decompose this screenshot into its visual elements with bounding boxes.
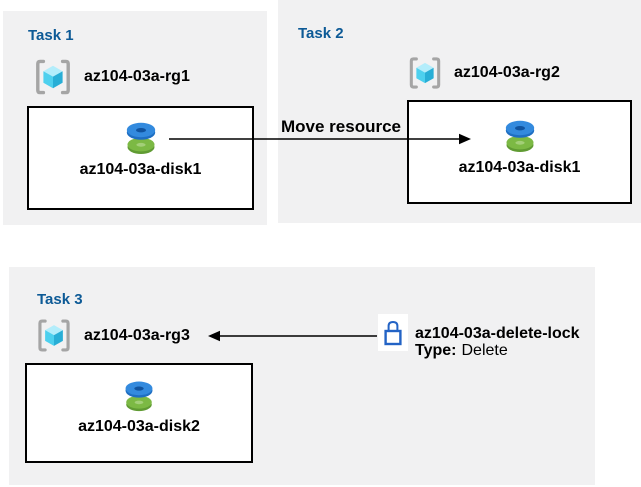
task1-group: Task 1 az104-03a-rg1 [3, 11, 267, 225]
delete-lock-type-row: Type:Delete [415, 342, 580, 359]
task1-resource-box: az104-03a-disk1 [27, 106, 254, 210]
resource-group-name: az104-03a-rg3 [84, 326, 190, 344]
lock-icon-plate [378, 314, 408, 351]
disk-icon [500, 116, 540, 154]
task2-resource-group-row: az104-03a-rg2 [407, 55, 560, 91]
lock-icon [383, 319, 403, 347]
resource-name: az104-03a-disk1 [79, 161, 202, 178]
delete-lock-name: az104-03a-delete-lock [415, 325, 580, 342]
resource-group-icon [35, 317, 73, 354]
disk-icon [120, 377, 158, 413]
delete-lock-text: az104-03a-delete-lock Type:Delete [415, 325, 580, 359]
task1-resource-group-row: az104-03a-rg1 [33, 57, 190, 97]
task1-title: Task 1 [28, 27, 74, 45]
disk-icon [121, 118, 161, 156]
resource-group-name: az104-03a-rg2 [454, 64, 560, 81]
task2-group: Task 2 az104-03a-rg2 [278, 0, 641, 223]
task2-title: Task 2 [298, 25, 344, 43]
task2-resource-box: az104-03a-disk1 [407, 100, 632, 204]
task3-group: Task 3 az104-03a-rg3 [9, 267, 595, 485]
move-resource-label: Move resource [281, 117, 401, 136]
resource-group-icon [33, 57, 73, 97]
delete-lock-type-label: Type: [415, 342, 457, 359]
task3-title: Task 3 [37, 291, 83, 309]
delete-lock-type-value: Delete [461, 342, 508, 359]
resource-name: az104-03a-disk2 [78, 418, 200, 435]
task3-resource-group-row: az104-03a-rg3 [35, 317, 190, 354]
resource-group-icon [407, 55, 443, 91]
task3-resource-box: az104-03a-disk2 [25, 363, 253, 463]
resource-group-name: az104-03a-rg1 [84, 68, 190, 85]
resource-name: az104-03a-disk1 [458, 159, 581, 176]
